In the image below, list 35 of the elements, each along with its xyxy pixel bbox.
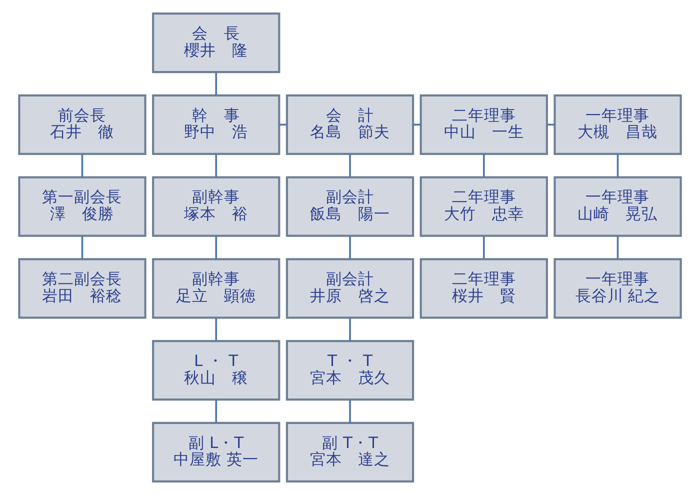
node-box: 一年理事 長谷川 紀之 [554, 258, 682, 319]
connector [215, 72, 218, 96]
node-box: 二年理事 中山 一生 [420, 94, 548, 155]
node-box: 副幹事 塚本 裕 [152, 176, 280, 237]
connector [482, 154, 485, 178]
node-box: 副会計 井原 啓之 [286, 258, 414, 319]
connector [482, 236, 485, 260]
node-box: 二年理事 桜井 賢 [420, 258, 548, 319]
connector [215, 318, 218, 341]
connector [616, 236, 619, 260]
node-box: 会 計 名島 節夫 [286, 94, 414, 155]
node-box: 第一副会長 澤 俊勝 [18, 176, 146, 237]
connector [349, 154, 351, 178]
connector [349, 318, 351, 341]
connector [349, 400, 351, 423]
node-box: 前会長 石井 徹 [18, 94, 146, 155]
node-box: T ・ T 宮本 茂久 [286, 340, 414, 401]
connector [616, 154, 619, 178]
node-box: 副 T・T 宮本 達之 [286, 422, 414, 482]
connector [349, 236, 351, 260]
connector [81, 154, 84, 178]
connector [81, 236, 84, 260]
node-box: 副会計 飯島 陽一 [286, 176, 414, 237]
connector [215, 400, 218, 423]
connector [215, 154, 218, 178]
node-box: 第二副会長 岩田 裕稔 [18, 258, 146, 319]
node-box: 一年理事 大槻 昌哉 [554, 94, 682, 155]
node-box: 副幹事 足立 顕徳 [152, 258, 280, 319]
node-box: 会 長 櫻井 隆 [152, 12, 280, 74]
node-box: 副 L・T 中屋敷 英一 [152, 422, 280, 482]
node-box: L ・ T 秋山 穣 [152, 340, 280, 401]
connector [215, 236, 218, 260]
node-box: 一年理事 山崎 晃弘 [554, 176, 682, 237]
node-box: 幹 事 野中 浩 [152, 94, 280, 155]
node-box: 二年理事 大竹 忠幸 [420, 176, 548, 237]
